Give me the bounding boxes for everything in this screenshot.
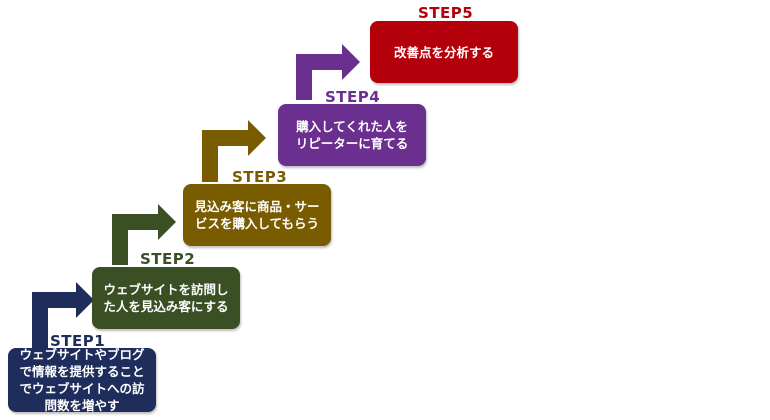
step-5-text-line: 改善点を分析する — [393, 44, 494, 60]
step-1-text-line: ウェブサイトやブログ — [19, 347, 145, 362]
step-1-label: STEP1 — [50, 332, 106, 350]
step-2-text-line: ウェブサイトを訪問し — [103, 282, 229, 297]
step-4-box: 購入してくれた人を リピーターに育てる — [278, 104, 426, 166]
step-2-box: ウェブサイトを訪問し た人を見込み客にする — [92, 267, 240, 329]
step-4-text-line: 購入してくれた人を — [296, 119, 408, 134]
step-3-box: 見込み客に商品・サー ビスを購入してもらう — [183, 184, 331, 246]
step-2-label: STEP2 — [140, 250, 196, 268]
step-1-text-line: 問数を増やす — [44, 398, 120, 413]
step-1-text-line: で情報を提供すること — [19, 364, 145, 379]
step-2-text-line: た人を見込み客にする — [103, 299, 229, 314]
step-1-box: ウェブサイトやブログ で情報を提供すること でウェブサイトへの訪 問数を増やす — [8, 347, 156, 413]
step-4-label: STEP4 — [325, 88, 381, 106]
step-5-label: STEP5 — [418, 4, 474, 22]
step-4-text-line: リピーターに育てる — [295, 136, 409, 151]
step-3-text-line: ビスを購入してもらう — [194, 216, 319, 231]
step-3-label: STEP3 — [232, 168, 288, 186]
step-5-box: 改善点を分析する — [370, 21, 518, 83]
step-3-text-line: 見込み客に商品・サー — [194, 199, 320, 214]
step-1-text-line: でウェブサイトへの訪 — [19, 381, 145, 396]
